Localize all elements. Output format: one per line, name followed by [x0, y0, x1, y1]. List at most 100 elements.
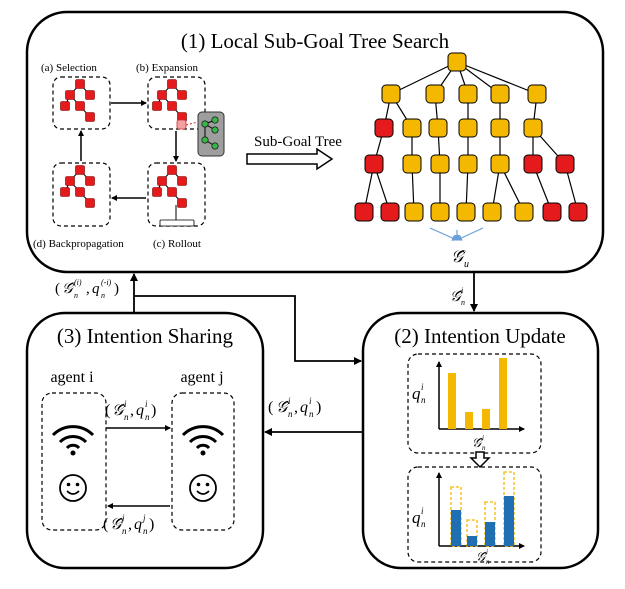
- mcts-node: [85, 198, 95, 208]
- svg-text:𝒢̂: 𝒢̂: [450, 289, 463, 305]
- svg-text:(: (: [55, 281, 60, 297]
- panel-1-title: (1) Local Sub-Goal Tree Search: [181, 29, 450, 53]
- mcts-node: [85, 112, 95, 122]
- intention-bar: [482, 409, 490, 429]
- updated-intention-bar: [467, 536, 477, 546]
- svg-text:q: q: [134, 516, 142, 533]
- expansion-label: (b) Expansion: [136, 62, 199, 74]
- updated-intention-bar: [451, 510, 461, 546]
- svg-text:,: ,: [86, 281, 90, 297]
- panel-intention-sharing: (3) Intention Sharing agent i agent j: [25, 311, 265, 570]
- svg-text:𝒢̂: 𝒢̂: [451, 247, 466, 266]
- svg-text:𝒢̂: 𝒢̂: [472, 435, 484, 450]
- svg-text:q: q: [412, 384, 421, 403]
- mcts-node: [152, 101, 162, 111]
- chart1-y-label: q i n: [412, 382, 426, 405]
- svg-text:𝒢̂: 𝒢̂: [276, 399, 290, 416]
- chart2-x-label: 𝒢̂ i n: [476, 548, 490, 566]
- expansion-inset: [176, 111, 225, 157]
- mcts-node: [75, 101, 85, 111]
- svg-text:𝒢̂: 𝒢̂: [476, 549, 488, 564]
- updated-intention-bar: [485, 522, 495, 546]
- intention-bar: [465, 412, 473, 429]
- svg-text:i: i: [461, 286, 463, 295]
- subgoal-tree-node: [402, 118, 422, 138]
- subgoal-tree-node: [425, 84, 445, 104]
- svg-text:): ): [151, 402, 156, 419]
- mcts-node: [85, 90, 95, 100]
- svg-text:n: n: [486, 558, 490, 566]
- subgoal-tree-arrow: [246, 147, 334, 171]
- agent-i-label: agent i: [50, 369, 94, 386]
- svg-text:i: i: [309, 396, 312, 406]
- mcts-node: [177, 90, 187, 100]
- mcts-node: [167, 187, 177, 197]
- subgoal-tree-node: [527, 84, 547, 104]
- subgoal-tree-node: [542, 202, 562, 222]
- panel-intention-update: (2) Intention Update q i n 𝒢̂ i n q i n: [361, 311, 600, 570]
- intention-bars-before: [448, 358, 507, 429]
- agent-j-label: agent j: [180, 369, 223, 386]
- update-message-label: ( 𝒢̂ i n , q i n ): [268, 396, 321, 419]
- message-i-label: ( 𝒢̂ i n , q i n ): [105, 399, 156, 422]
- svg-text:n: n: [421, 395, 426, 405]
- connectors: 𝒢̂ i n ( 𝒢̂ ( i) n , q n (-i) ) ( 𝒢̂ i n …: [55, 272, 478, 436]
- subgoal-tree-node: [402, 154, 422, 174]
- svg-text:n: n: [461, 298, 465, 307]
- mcts-node: [157, 176, 167, 186]
- svg-text:q: q: [92, 281, 100, 297]
- mcts-node: [167, 165, 177, 175]
- svg-text:j: j: [142, 513, 146, 523]
- mcts-node: [65, 176, 75, 186]
- subgoal-tree-node: [428, 118, 448, 138]
- subgoal-tree-node: [458, 118, 478, 138]
- panel-3-title: (3) Intention Sharing: [57, 324, 234, 348]
- updated-intention-bar: [504, 496, 514, 546]
- subgoal-tree-node: [458, 154, 478, 174]
- subgoal-tree-node: [447, 52, 467, 72]
- svg-text:(: (: [105, 402, 110, 419]
- selection-label: (a) Selection: [41, 62, 97, 74]
- intention-bar: [499, 358, 507, 429]
- svg-text:n: n: [143, 526, 148, 536]
- message-j-label: ( 𝒢̂ j n , q j n ): [103, 513, 154, 536]
- mcts-node: [167, 79, 177, 89]
- intention-bar: [448, 373, 456, 429]
- svg-text:n: n: [101, 291, 105, 300]
- mcts-node: [75, 187, 85, 197]
- agent-j-smiley-icon: [189, 474, 217, 502]
- svg-text:): ): [149, 516, 154, 533]
- svg-text:n: n: [482, 444, 486, 452]
- svg-text:n: n: [288, 409, 293, 419]
- mcts-node: [65, 90, 75, 100]
- subgoal-tree-node: [381, 84, 401, 104]
- subgoal-tree-node: [523, 118, 543, 138]
- svg-text:i: i: [482, 434, 484, 442]
- svg-text:): ): [316, 399, 321, 416]
- subgoal-tree: [354, 52, 588, 241]
- chart-after-box: [407, 466, 542, 563]
- subgoal-tree-node: [430, 202, 450, 222]
- mcts-node: [60, 101, 70, 111]
- backpropagation-box: [52, 162, 111, 227]
- svg-text:(: (: [268, 399, 273, 416]
- agent-i-wifi-icon: [51, 425, 95, 456]
- agent-i-box: [41, 392, 107, 531]
- subgoal-tree-node: [523, 154, 543, 174]
- mcts-mini-trees: [60, 79, 187, 208]
- update-down-arrow: [469, 451, 491, 469]
- previous-intention-bar: [450, 486, 462, 547]
- svg-text:q: q: [412, 508, 421, 527]
- expansion-box: [147, 76, 206, 130]
- svg-text:(-i): (-i): [101, 278, 112, 287]
- svg-text:i: i: [124, 399, 127, 409]
- mcts-node: [75, 165, 85, 175]
- svg-text:n: n: [421, 519, 426, 529]
- agent-j-wifi-icon: [181, 425, 225, 456]
- svg-text:𝒢̂: 𝒢̂: [62, 281, 75, 297]
- subgoal-tree-node: [364, 154, 384, 174]
- mcts-node: [152, 187, 162, 197]
- svg-text:,: ,: [130, 402, 134, 419]
- selection-box: [52, 76, 111, 130]
- chart2-y-label: q i n: [412, 506, 426, 529]
